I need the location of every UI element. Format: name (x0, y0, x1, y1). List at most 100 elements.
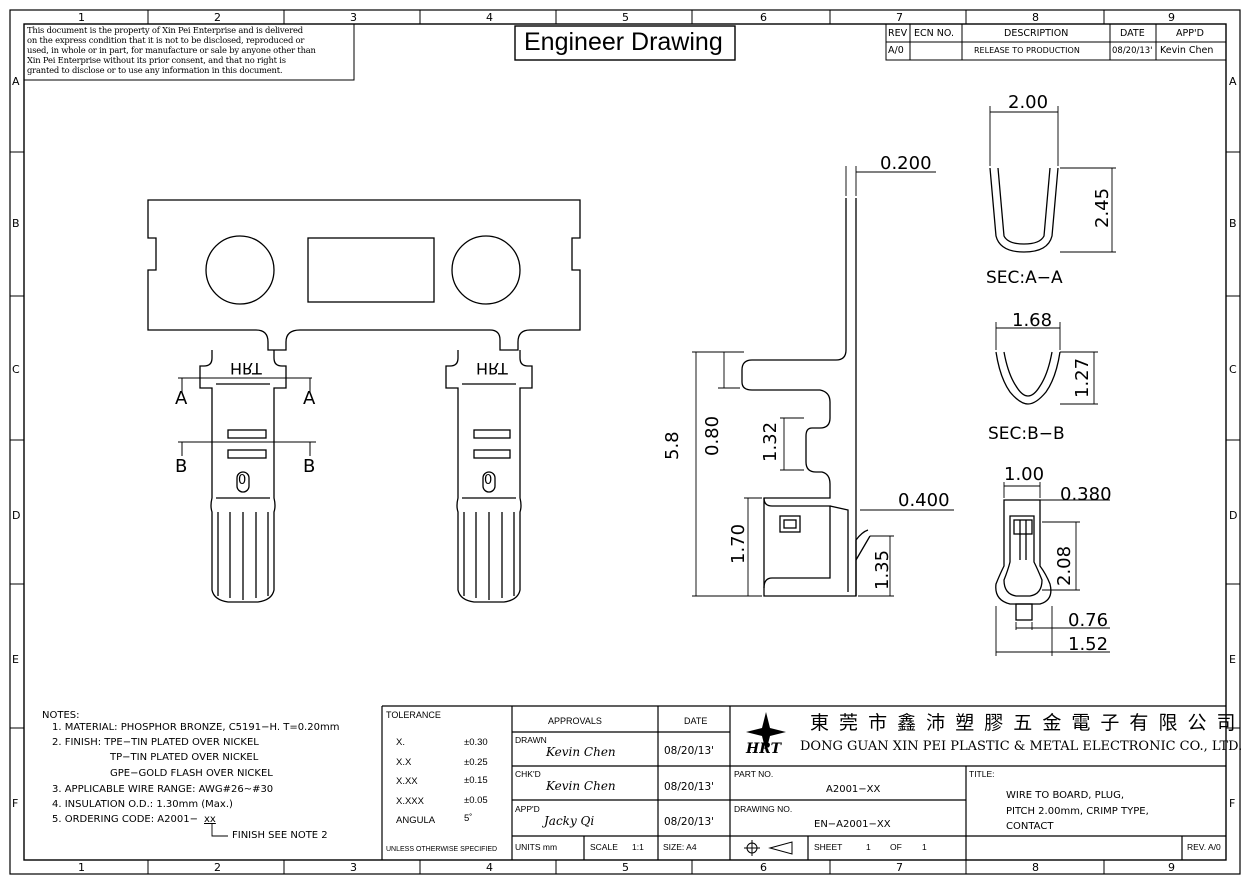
note-5: 5. ORDERING CODE: A2001− (52, 814, 198, 825)
rev-header-desc: DESCRIPTION (1004, 28, 1069, 39)
side-dimensions (692, 166, 954, 597)
size-label: SIZE: A4 (663, 842, 697, 852)
hole-mark-right: 0 (484, 473, 493, 488)
tol-val-2: ±0.15 (464, 775, 488, 786)
detail-view (995, 499, 1052, 621)
col-label-1-bottom: 1 (78, 861, 85, 874)
col-label-3-bottom: 3 (350, 861, 357, 874)
approvals-heading: APPROVALS (548, 716, 602, 726)
row-ticks (10, 151, 1240, 729)
sheet-number: 1 (866, 842, 871, 852)
rev-row-desc: RELEASE TO PRODUCTION (974, 46, 1080, 55)
title-block-lines (381, 705, 1226, 860)
title-line-2: PITCH 2.00mm, CRIMP TYPE, (1006, 806, 1149, 817)
disclaimer-line-3: used, in whole or in part, for manufactu… (27, 45, 316, 55)
tol-key-3: X.XXX (396, 796, 424, 807)
dim-1-35: 1.35 (872, 549, 893, 590)
dim-0-80: 0.80 (702, 415, 723, 456)
section-lines (178, 377, 316, 456)
note-3: 3. APPLICABLE WIRE RANGE: AWG#26~#30 (52, 784, 274, 795)
tol-key-2: X.XX (396, 776, 418, 787)
rev-header-ecn: ECN NO. (914, 28, 954, 39)
column-ticks (147, 10, 1105, 874)
company-name-cn: 東 莞 市 鑫 沛 塑 膠 五 金 電 子 有 限 公 司 (810, 712, 1238, 734)
col-label-8-bottom: 8 (1032, 861, 1039, 874)
col-label-9-bottom: 9 (1168, 861, 1175, 874)
row-label-f-right: F (1229, 797, 1236, 810)
dim-1-00: 1.00 (1004, 464, 1045, 485)
title-line-3: CONTACT (1006, 821, 1054, 832)
scale-value: 1:1 (632, 842, 644, 852)
approval-role-checked: CHK'D (515, 769, 541, 779)
row-label-b-right: B (1229, 217, 1237, 230)
sheet-of-label: OF (890, 842, 902, 852)
col-label-6-bottom: 6 (760, 861, 767, 874)
title-box (514, 25, 736, 61)
col-label-2: 2 (214, 11, 221, 24)
row-label-a-right: A (1229, 75, 1237, 88)
company-logo-text: HRT (746, 741, 782, 757)
rev-header-rev: REV (888, 28, 908, 39)
drawing-no-label: DRAWING NO. (734, 804, 793, 814)
note-2c: GPE−GOLD FLASH OVER NICKEL (110, 768, 273, 779)
dim-0-380: 0.380 (1060, 484, 1112, 505)
approval-date-drawn: 08/20/13' (664, 745, 715, 757)
dim-1-32: 1.32 (760, 421, 781, 462)
disclaimer-line-4: Xin Pei Enterprise without its prior con… (27, 55, 286, 65)
revision-table (885, 23, 1227, 61)
sec-bb (995, 351, 1061, 405)
note-2: 2. FINISH: TPE−TIN PLATED OVER NICKEL (52, 737, 259, 748)
note-1: 1. MATERIAL: PHOSPHOR BRONZE, C5191−H. T… (52, 722, 340, 733)
disclaimer-line-2: on the express condition that it is not … (27, 35, 305, 45)
col-label-5: 5 (622, 11, 629, 24)
row-label-d-right: D (1229, 509, 1238, 522)
sheet-total: 1 (922, 842, 927, 852)
note-4: 4. INSULATION O.D.: 1.30mm (Max.) (52, 799, 233, 810)
row-label-a: A (12, 75, 20, 88)
note-5-finish-ref: FINISH SEE NOTE 2 (232, 830, 328, 841)
row-label-e-right: E (1229, 653, 1236, 666)
tol-key-4: ANGULA (396, 815, 436, 826)
col-label-2-bottom: 2 (214, 861, 221, 874)
side-view (741, 198, 871, 597)
approval-role-drawn: DRAWN (515, 735, 547, 745)
units-label: UNITS mm (515, 842, 558, 852)
section-label-a-right: A (303, 388, 316, 409)
part-no-label: PART NO. (734, 769, 774, 779)
approval-name-approved: Jacky Qi (544, 814, 595, 828)
col-label-7: 7 (896, 11, 903, 24)
rev-row-rev: A/0 (888, 45, 904, 56)
col-label-9: 9 (1168, 11, 1175, 24)
col-label-7-bottom: 7 (896, 861, 903, 874)
sec-bb-label: SEC:B−B (988, 424, 1065, 444)
rev-header-date: DATE (1120, 28, 1145, 39)
sec-aa-label: SEC:A−A (986, 268, 1063, 288)
dim-0400: 0.400 (898, 490, 950, 511)
title-line-1: WIRE TO BOARD, PLUG, (1006, 790, 1125, 801)
dim-2-00: 2.00 (1008, 92, 1049, 113)
tolerance-footer: UNLESS OTHERWISE SPECIFIED (386, 846, 498, 853)
col-label-3: 3 (350, 11, 357, 24)
approval-date-approved: 08/20/13' (664, 816, 715, 828)
section-label-b-right: B (303, 456, 316, 477)
hole-mark-left: 0 (238, 473, 247, 488)
disclaimer-line-5: granted to disclose or to use any inform… (27, 65, 283, 75)
approval-name-checked: Kevin Chen (546, 779, 616, 793)
dim-1-68: 1.68 (1012, 310, 1053, 331)
rev-row-date: 08/20/13' (1112, 46, 1153, 56)
row-label-b: B (12, 217, 20, 230)
sheet-title: Engineer Drawing (524, 28, 723, 56)
rev-header-appd: APP'D (1176, 28, 1204, 39)
dim-1-27: 1.27 (1072, 357, 1093, 398)
row-label-e: E (12, 653, 19, 666)
sec-aa (989, 167, 1059, 253)
title-label: TITLE: (969, 769, 995, 779)
front-view (147, 199, 581, 603)
col-label-6: 6 (760, 11, 767, 24)
sec-aa-dims (989, 106, 1116, 253)
company-logo-icon (746, 712, 786, 752)
dim-5-8: 5.8 (662, 431, 683, 460)
rev-label: REV. A/0 (1187, 842, 1221, 852)
